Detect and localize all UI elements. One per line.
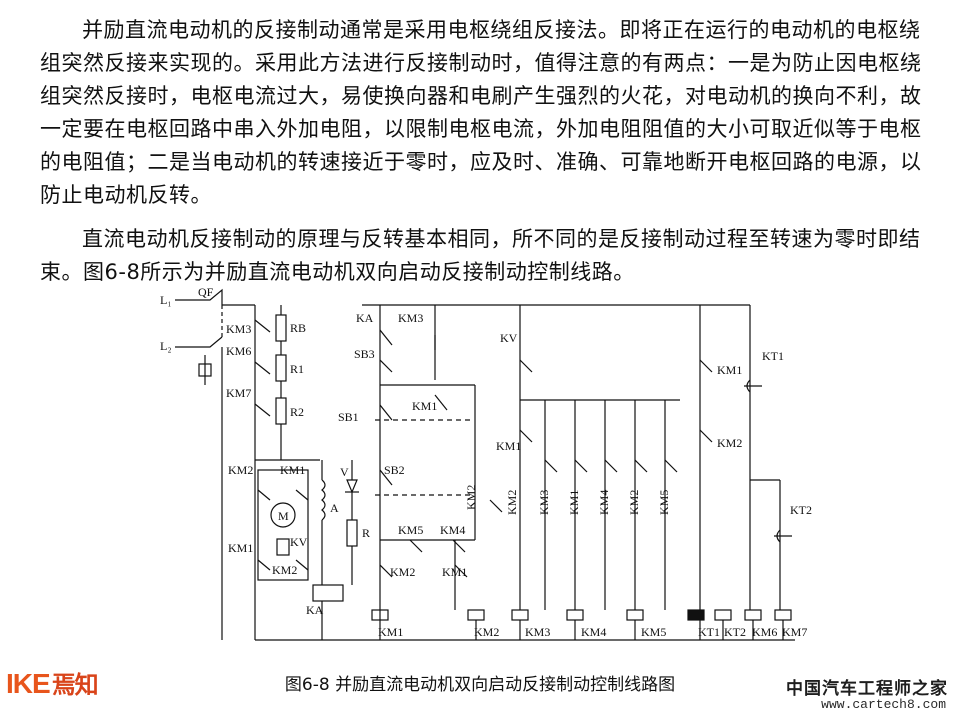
label-kt1-contact: KT1	[762, 349, 784, 363]
label-km1-right: KM1	[717, 363, 742, 377]
label-v: V	[340, 465, 349, 479]
label-ka-contact: KA	[356, 311, 374, 325]
label-km2-arm2: KM2	[272, 563, 297, 577]
coil-km3: KM3	[525, 625, 550, 639]
label-r: R	[362, 526, 370, 540]
coil-km4: KM4	[581, 625, 606, 639]
label-l2: L₂	[160, 339, 172, 353]
label-sb1: SB1	[338, 410, 359, 424]
coil-km1: KM1	[378, 625, 403, 639]
label-km2-right: KM2	[717, 436, 742, 450]
label-km3-ctrl: KM3	[398, 311, 423, 325]
label-km6: KM6	[226, 344, 251, 358]
logo-cn: 焉知	[51, 671, 99, 699]
label-motor: M	[278, 509, 289, 523]
label-km3-main: KM3	[226, 322, 251, 336]
figure-caption: 图6-8 并励直流电动机双向启动反接制动控制线路图	[284, 675, 676, 695]
label-kt2-contact: KT2	[790, 503, 812, 517]
label-a: A	[330, 501, 339, 515]
coil-km5: KM5	[641, 625, 666, 639]
label-v-km2: KM2	[505, 490, 519, 515]
label-km1-arm: KM1	[280, 463, 305, 477]
label-kv-coil: KV	[290, 535, 308, 549]
label-km5-ctrl: KM5	[398, 523, 423, 537]
label-km1-kv: KM1	[496, 439, 521, 453]
label-km1-ctrl2: KM1	[442, 565, 467, 579]
label-km7: KM7	[226, 386, 251, 400]
ike-logo: IKE焉知	[6, 665, 124, 699]
label-l1: L₁	[160, 293, 172, 307]
label-v-km3: KM3	[537, 490, 551, 515]
label-v-km5: KM5	[657, 490, 671, 515]
watermark-cn: 中国汽车工程师之家	[786, 679, 948, 699]
paragraph-2: 直流电动机反接制动的原理与反转基本相同，所不同的是反接制动过程至转速为零时即结束…	[40, 227, 921, 284]
coil-km7: KM7	[782, 625, 807, 639]
label-v-km1: KM1	[567, 490, 581, 515]
label-km1-ctrl: KM1	[412, 399, 437, 413]
label-sb2: SB2	[384, 463, 405, 477]
label-km1-arm2: KM1	[228, 541, 253, 555]
label-km4-ctrl: KM4	[440, 523, 465, 537]
label-ka-coil: KA	[306, 603, 324, 617]
label-qf: QF	[198, 285, 214, 299]
label-v-km2b: KM2	[627, 490, 641, 515]
label-v-km4: KM4	[597, 490, 611, 515]
label-r1: R1	[290, 362, 304, 376]
label-r2: R2	[290, 405, 304, 419]
coil-km2: KM2	[474, 625, 499, 639]
coil-kt1: KT1	[698, 625, 720, 639]
label-km2-vert1: KM2	[464, 485, 478, 510]
label-sb3: SB3	[354, 347, 375, 361]
coil-kt2: KT2	[724, 625, 746, 639]
label-km2-arm: KM2	[228, 463, 253, 477]
logo-brand: IKE	[6, 668, 51, 699]
paragraph-1: 并励直流电动机的反接制动通常是采用电枢绕组反接法。即将正在运行的电动机的电枢绕组…	[40, 18, 922, 207]
label-kv-contact: KV	[500, 331, 518, 345]
label-km2-ctrl: KM2	[390, 565, 415, 579]
coil-km6: KM6	[752, 625, 777, 639]
watermark-url: www.cartech8.com	[821, 697, 946, 712]
label-rb: RB	[290, 321, 306, 335]
